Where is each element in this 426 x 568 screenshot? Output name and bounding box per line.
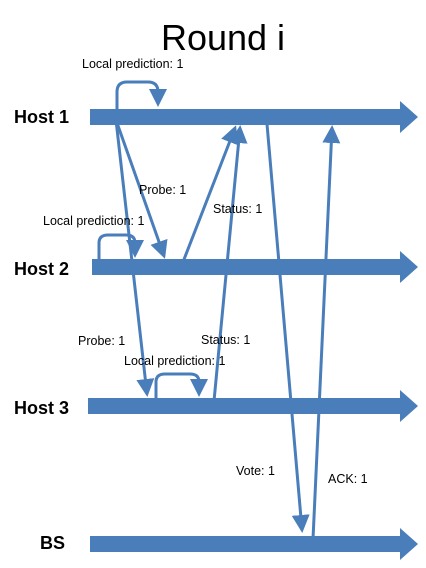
ack-label: ACK: 1 (328, 472, 368, 486)
status-host2-to-host1 (181, 125, 238, 263)
local-prediction-loop-host-2 (97, 233, 144, 259)
host-3-timeline (88, 390, 418, 422)
bs-label: BS (40, 533, 65, 553)
local-prediction-label-host-1: Local prediction: 1 (82, 57, 184, 71)
local-prediction-label-host-3: Local prediction: 1 (124, 354, 226, 368)
probe-host1-to-host2 (114, 119, 168, 259)
local-prediction-label-host-2: Local prediction: 1 (43, 214, 145, 228)
local-prediction-loop-host-3 (154, 372, 208, 398)
probe-label-host-3: Probe: 1 (78, 334, 125, 348)
host-2-timeline (92, 251, 418, 283)
probe-host1-to-host3 (114, 119, 155, 397)
status-label-host-2: Status: 1 (213, 202, 262, 216)
probe-label-host-2: Probe: 1 (139, 183, 186, 197)
host-3-label: Host 3 (14, 398, 69, 418)
vote-host1-to-bs (265, 123, 310, 533)
timelines (88, 101, 418, 560)
host-1-label: Host 1 (14, 107, 69, 127)
status-label-host-3: Status: 1 (201, 333, 250, 347)
bs-timeline (90, 528, 418, 560)
host-1-timeline (90, 101, 418, 133)
diagram-title: Round i (161, 17, 285, 58)
local-prediction-loop-host-1 (115, 80, 167, 110)
vote-label: Vote: 1 (236, 464, 275, 478)
messages (97, 80, 341, 540)
status-host3-to-host1 (212, 125, 248, 402)
ack-bs-to-host1 (311, 125, 341, 540)
host-2-label: Host 2 (14, 259, 69, 279)
